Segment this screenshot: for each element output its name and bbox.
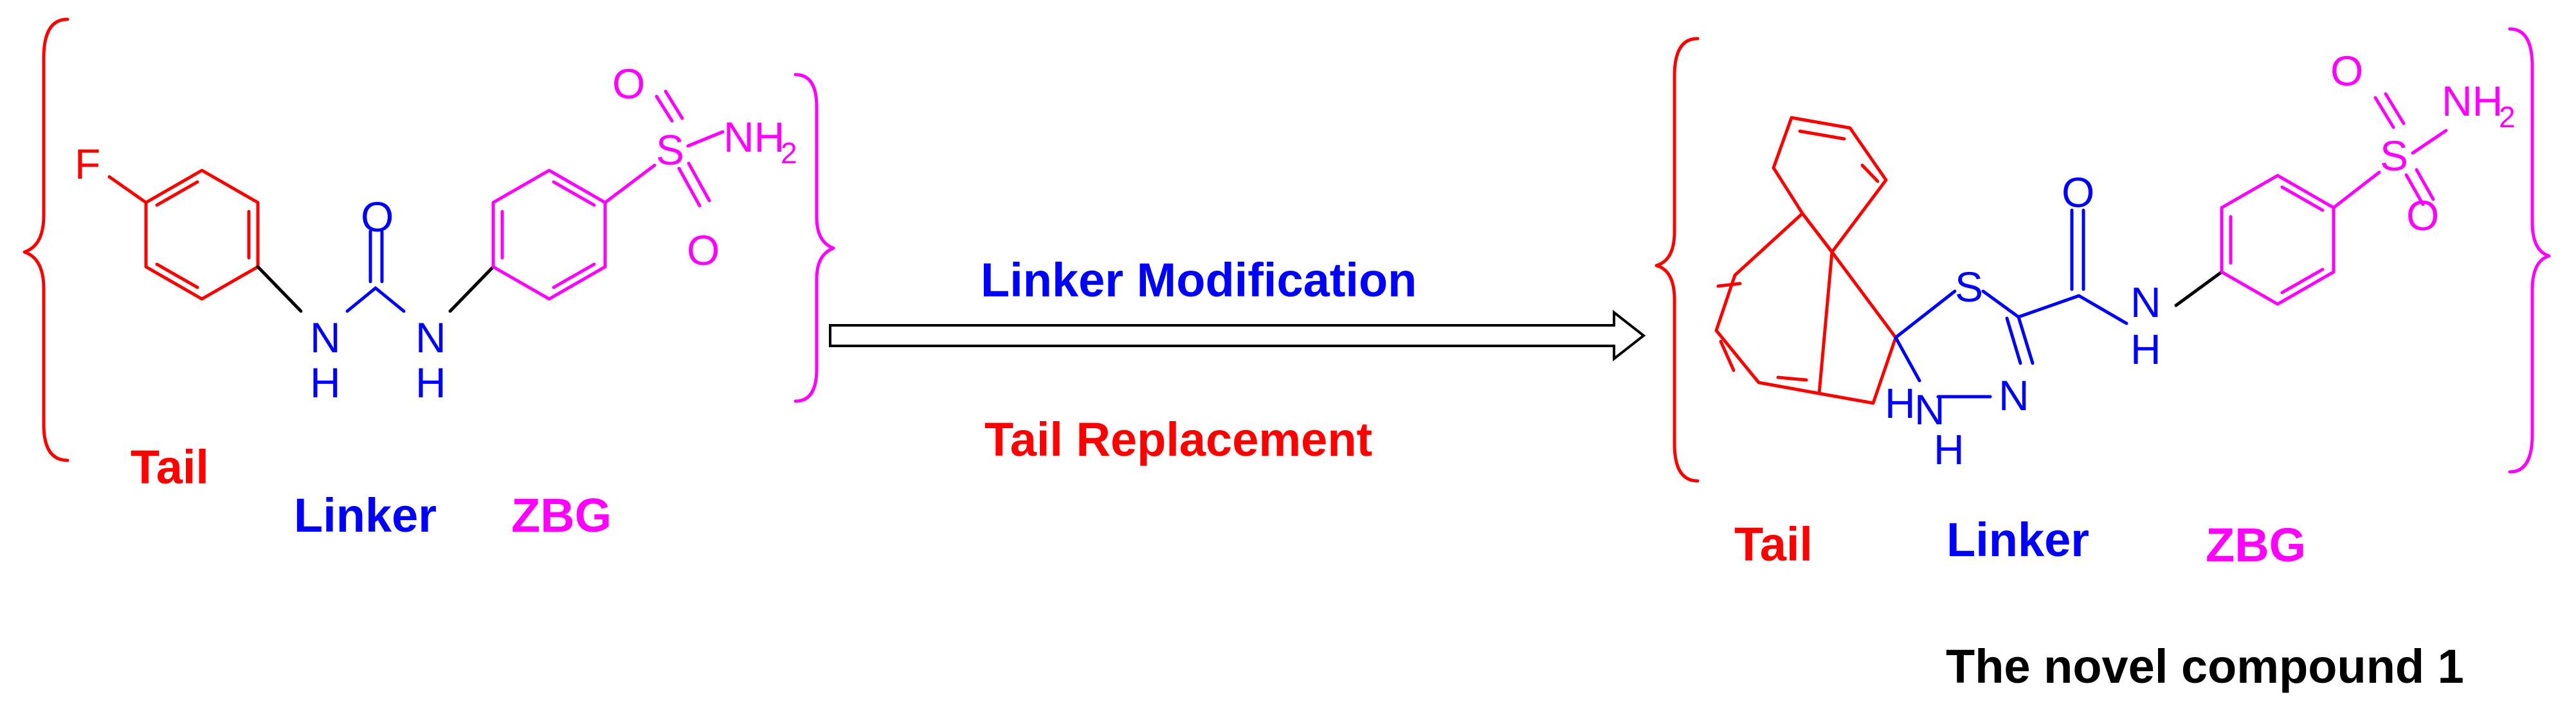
urea-nitrogen-1: N xyxy=(310,314,341,361)
thiadiazoline-sulfur: S xyxy=(1955,263,1983,311)
thiadiazoline-hydrogen-left: H xyxy=(1885,379,1916,427)
urea-hydrogen-1: H xyxy=(310,359,341,406)
right-sulfonyl-oxygen-bottom: O xyxy=(2406,192,2439,239)
right-sulfur-atom: S xyxy=(2380,132,2408,179)
open-arrow-shape xyxy=(829,309,1646,362)
sulfonamide-ring xyxy=(491,89,725,301)
right-sulfonamide-nh: NH xyxy=(2442,77,2503,125)
amide-oxygen: O xyxy=(2062,168,2094,216)
left-compound-close-brace xyxy=(794,73,835,403)
left-compound-open-brace xyxy=(23,17,69,462)
right-zbg-label: ZBG xyxy=(2206,518,2306,572)
right-compound-open-brace xyxy=(1655,37,1700,483)
left-compound: F N H O N H O S NH 2 xyxy=(23,17,835,542)
thiadiazoline-nitrogen-left: N xyxy=(1914,386,1945,433)
left-tail-label: Tail xyxy=(131,440,209,494)
thiadiazoline-linker xyxy=(1894,208,2224,399)
sulfonamide-nh: NH xyxy=(723,113,785,161)
thiadiazoline-nitrogen-right: N xyxy=(1999,372,2029,419)
compound-title: The novel compound 1 xyxy=(1946,640,2464,693)
fluorine-atom: F xyxy=(75,140,100,188)
right-linker-label: Linker xyxy=(1946,513,2089,566)
urea-hydrogen-2: H xyxy=(415,359,446,406)
right-tail-label: Tail xyxy=(1734,518,1813,571)
fluorophenyl-ring xyxy=(107,168,260,301)
thiadiazoline-hydrogen-below: H xyxy=(1934,426,1964,473)
reaction-arrow: Linker Modification Tail Replacement xyxy=(829,253,1646,466)
right-sulfonamide-ring xyxy=(2220,92,2448,306)
left-zbg-label: ZBG xyxy=(511,489,612,542)
urea-nitrogen-2: N xyxy=(415,314,446,361)
sulfonamide-nh-subscript: 2 xyxy=(781,136,797,170)
amide-nitrogen: N xyxy=(2130,278,2161,326)
amide-hydrogen: H xyxy=(2130,325,2161,373)
right-compound: S N N H H O N H O S NH 2 O Tail Linker Z… xyxy=(1655,27,2551,693)
arrow-top-label: Linker Modification xyxy=(981,253,1417,307)
acenaphthene-tail xyxy=(1714,116,1898,405)
sulfonyl-oxygen-bottom: O xyxy=(687,226,720,274)
urea-linker xyxy=(256,230,495,313)
urea-oxygen: O xyxy=(361,193,394,240)
sulfonyl-oxygen-top: O xyxy=(612,60,645,107)
right-compound-close-brace xyxy=(2508,27,2551,474)
right-sulfonyl-oxygen-top: O xyxy=(2330,47,2363,95)
left-linker-label: Linker xyxy=(294,489,437,542)
sulfur-atom: S xyxy=(656,126,684,174)
arrow-bottom-label: Tail Replacement xyxy=(984,413,1372,466)
right-sulfonamide-nh-subscript: 2 xyxy=(2499,100,2516,134)
